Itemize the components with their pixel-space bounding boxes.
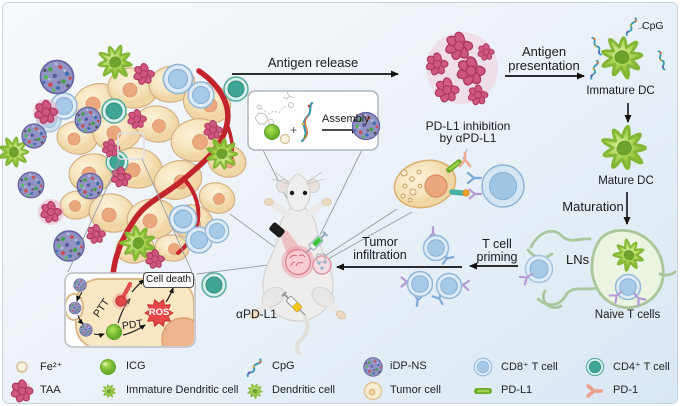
flow-arrows (232, 70, 632, 271)
mouse (249, 171, 347, 355)
pdl1-icon (474, 388, 492, 394)
immature-dc-label: Immature DC (586, 85, 655, 97)
legend-dc-label: Dendritic cell (272, 384, 335, 396)
cd8-t-cell (162, 63, 194, 95)
icg-molecule (106, 324, 122, 340)
naive-t-cells-label: Naive T cells (594, 309, 661, 321)
cd8-t-cell-large (481, 164, 525, 208)
cell-death-label: Cell death (143, 272, 194, 288)
legend-cpg-label: CpG (272, 360, 295, 372)
whiskers (271, 171, 325, 185)
lns-label: LNs (566, 252, 590, 267)
apdl1-label: αPD-L1 (236, 307, 277, 321)
mhc-tcr-pair (449, 188, 483, 200)
cd4-t-cell (223, 76, 249, 102)
cd8-t-cell (187, 81, 215, 109)
assembly-label: Assembly (322, 113, 370, 125)
idpns-nanoparticle (73, 278, 87, 292)
dendritic-cell-icon (245, 381, 265, 401)
cd4-t-cell (101, 98, 127, 124)
antigen-release-label: Antigen release (267, 55, 359, 70)
tumor-mass (0, 42, 249, 298)
thermometer-icon (112, 282, 133, 310)
pdl1-ligand (446, 159, 462, 173)
cd8-t-cell (204, 218, 230, 244)
nanoparticle-syringe (305, 230, 329, 254)
taa-antigens (32, 62, 223, 270)
idpns-nanoparticle (39, 59, 75, 95)
pdl1-inhibition-group (393, 151, 525, 209)
idpns-nanoparticle (79, 323, 93, 337)
legend-icg-label: ICG (126, 360, 146, 372)
tumor-roi-box (117, 132, 145, 160)
apdl1-antibody (458, 151, 472, 168)
legend-taa-label: TAA (40, 384, 61, 396)
mature-dc-cell (595, 120, 652, 177)
immature-dendritic-cell-icon (102, 384, 116, 398)
legend-fe2-label: Fe²⁺ (40, 361, 63, 373)
legend-immature-dc-label: Immature Dendritic cell (126, 384, 239, 396)
released-antigens (424, 30, 498, 107)
idpns-nanoparticle (21, 123, 47, 149)
ptt-pdt-inset (64, 272, 196, 348)
inset-entry-arrows (76, 291, 105, 338)
tumor-cell-nucleus (424, 174, 448, 198)
idpns-nanoparticle (76, 172, 104, 200)
tumor-cell-icon (363, 381, 383, 401)
inset-nucleus (161, 317, 194, 346)
mouse-head (271, 171, 325, 212)
pd1-icon (586, 384, 603, 398)
fe2-ion (279, 133, 291, 145)
icg-molecule (264, 124, 280, 140)
mouse-limbs (249, 198, 347, 355)
legend-pdl1-label: PD-L1 (501, 384, 533, 396)
legend-tumor-cell-label: Tumor cell (390, 384, 441, 396)
assembly-inset (247, 90, 381, 151)
legend-pd1-label: PD-1 (613, 384, 639, 396)
immature-dc-cell (596, 31, 647, 83)
taa-icon (10, 379, 34, 403)
cd4-icon (585, 357, 605, 377)
tumor-cell-vesicles (400, 169, 423, 203)
mature-dc-label: Mature DC (598, 175, 654, 187)
idpns-nanoparticle (68, 301, 82, 315)
flank-tumor-roi (312, 253, 332, 275)
legend-cd8-label: CD8⁺ T cell (501, 361, 558, 373)
ros-label: ROS (148, 307, 170, 318)
ros-death-arrow (165, 287, 174, 303)
apdl1-syringe (281, 291, 306, 316)
ptt-death-arrow (131, 279, 145, 293)
pd1-receptor (466, 171, 482, 185)
idpns-icon (363, 357, 383, 377)
idpns-nanoparticle (74, 106, 102, 134)
primed-t-cells (400, 225, 470, 308)
naive-t-cell (518, 254, 554, 286)
cd8-icon (473, 357, 493, 377)
cpg-strand-large (300, 101, 314, 143)
cd4-t-cell (201, 272, 227, 298)
shoulder-tumor (281, 245, 315, 279)
mouse-tail (294, 316, 310, 355)
fe2-icon (16, 361, 28, 373)
chemical-structure (254, 91, 295, 125)
legend-cd4-label: CD4⁺ T cell (613, 361, 670, 373)
plus-sign: + (290, 123, 298, 137)
lymph-node-group (518, 229, 677, 309)
pdt-arrow (122, 324, 146, 336)
cpg-tag-label: CpG (642, 20, 664, 32)
idpns-nanoparticle (17, 171, 45, 199)
ptt-arrow (117, 298, 131, 324)
ros-burst (144, 299, 174, 327)
icg-icon (100, 359, 116, 375)
lymph-vessels (526, 229, 599, 309)
cpg-icon (244, 357, 264, 379)
legend-idpns-label: iDP-NS (390, 360, 427, 372)
maturation-label: Maturation (562, 199, 624, 214)
lymph-node-t-cell (608, 273, 647, 307)
